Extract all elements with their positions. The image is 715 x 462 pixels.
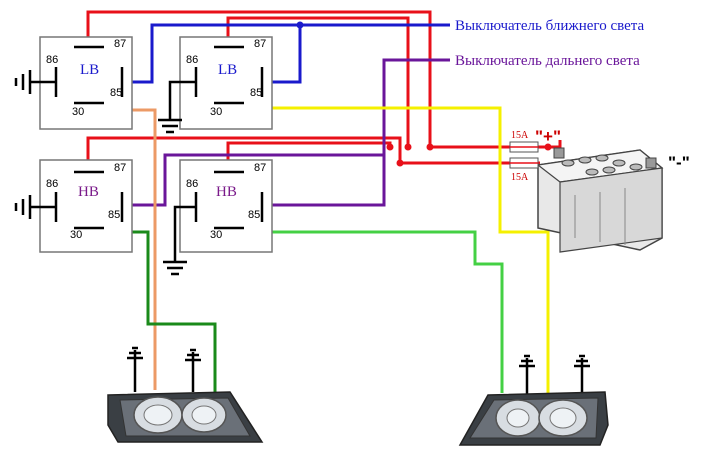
pin-85-label: 85 [110, 87, 122, 99]
fuse-label: 15A [511, 172, 529, 183]
ground-symbol-icon [163, 205, 196, 276]
green-wire-light [232, 230, 504, 393]
high-beam-switch-label: Выключатель дальнего света [455, 53, 640, 69]
pin-86-label: 86 [46, 178, 58, 190]
pin-87-label: 87 [114, 38, 126, 50]
ground-symbol-icon [127, 346, 143, 392]
pin-87-label: 87 [114, 162, 126, 174]
car-battery-icon [536, 147, 664, 253]
headlight-icon [107, 391, 264, 443]
low-beam-switch-label: Выключатель ближнего света [455, 18, 644, 34]
ground-symbol-icon [519, 354, 535, 395]
battery-minus-label: "-" [668, 153, 690, 172]
red-power-wires [86, 10, 562, 172]
pin-86-label: 86 [186, 54, 198, 66]
pin-87-label: 87 [254, 162, 266, 174]
red-junction-dots [386, 143, 552, 167]
blue-junction-dot [296, 21, 304, 29]
green-wire-dark [90, 230, 217, 393]
ground-symbol-icon [574, 354, 590, 395]
pin-30-label: 30 [70, 229, 82, 241]
ground-symbol-icon [158, 80, 196, 134]
purple-high-beam-wires [126, 58, 450, 207]
battery-plus-label: "+" [535, 127, 561, 146]
pin-30-label: 30 [210, 229, 222, 241]
ground-symbol-icon [14, 70, 56, 94]
relay-label: LB [218, 62, 237, 78]
relay-label: HB [216, 184, 237, 200]
pin-86-label: 86 [46, 54, 58, 66]
pin-30-label: 30 [210, 106, 222, 118]
fuse-icon [509, 157, 539, 169]
ground-symbol-icon [14, 195, 56, 219]
relay-label: LB [80, 62, 99, 78]
yellow-wire [230, 106, 550, 393]
fuse-icon [509, 141, 539, 153]
pin-86-label: 86 [186, 178, 198, 190]
ground-symbol-icon [185, 348, 201, 392]
blue-low-beam-wires [126, 23, 450, 84]
fuse-label: 15A [511, 130, 529, 141]
pin-30-label: 30 [72, 106, 84, 118]
relay-label: HB [78, 184, 99, 200]
pin-85-label: 85 [108, 209, 120, 221]
pin-85-label: 85 [248, 209, 260, 221]
pin-85-label: 85 [250, 87, 262, 99]
pin-87-label: 87 [254, 38, 266, 50]
headlight-icon [458, 391, 609, 446]
